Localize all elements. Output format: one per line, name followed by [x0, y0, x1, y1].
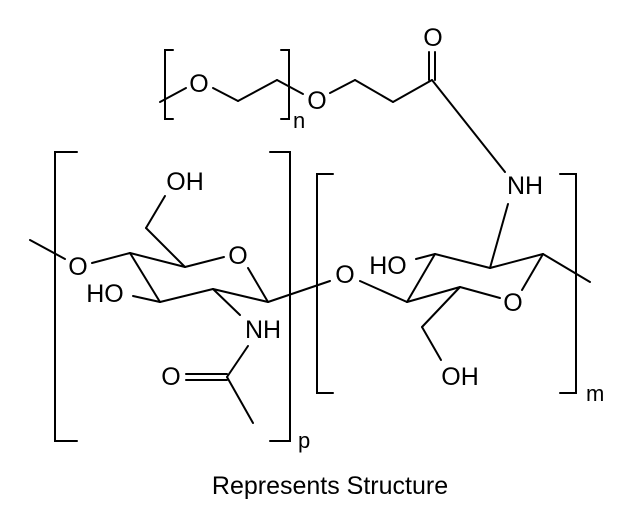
repeat-p-label: p: [298, 428, 310, 453]
structure-caption: Represents Structure: [212, 472, 448, 500]
glycosidic-oxygen-label: O: [335, 261, 354, 289]
left-amide-nh-label: NH: [245, 316, 281, 344]
peg-left-bracket: [164, 49, 174, 120]
carbonyl-oxygen-label: O: [423, 24, 442, 52]
peg-oxygen-label: O: [189, 70, 208, 98]
ether-oxygen-label: O: [307, 87, 326, 115]
repeat-n-label: n: [293, 108, 305, 133]
peg-right-bracket: [280, 49, 290, 120]
left-hydroxyl-label: HO: [86, 280, 124, 308]
right-ring-oxygen-label: O: [503, 289, 522, 317]
right-hydroxyl-label: HO: [369, 252, 407, 280]
left-sugar-unit: O O OH HO NH O p: [29, 151, 331, 453]
left-link-oxygen-label: O: [68, 253, 87, 281]
right-sugar-unit: O HO O OH NH m: [316, 172, 604, 406]
acetyl-oxygen-label: O: [161, 363, 180, 391]
right-amide-nh-label: NH: [507, 172, 543, 200]
right-hydroxymethyl-label: OH: [441, 363, 479, 391]
left-unit-left-bracket: [54, 151, 78, 442]
left-unit-right-bracket: [269, 151, 291, 442]
peg-chain: O O O n: [159, 24, 506, 173]
left-ring-oxygen-label: O: [228, 242, 247, 270]
repeat-m-label: m: [586, 381, 604, 406]
left-hydroxymethyl-label: OH: [166, 168, 204, 196]
right-unit-left-bracket: [316, 173, 334, 394]
right-unit-right-bracket: [559, 173, 577, 394]
